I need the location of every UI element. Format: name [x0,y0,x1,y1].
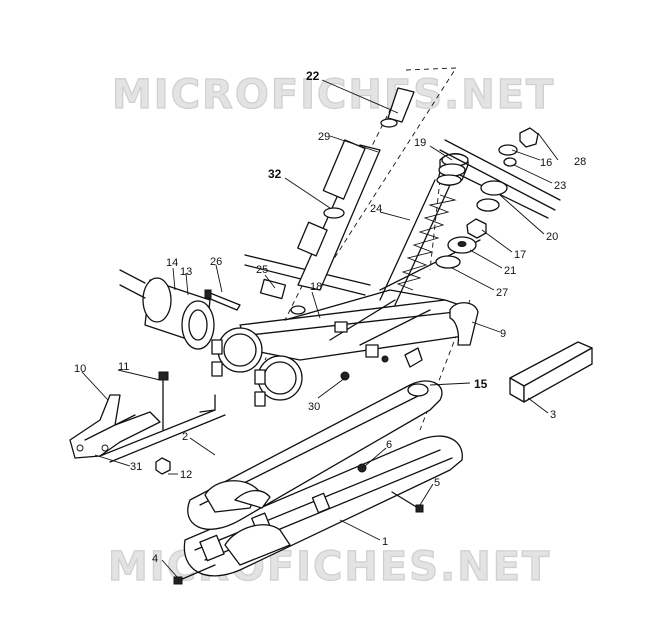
rail-upper-part-2 [187,380,443,530]
callout-12: 12 [180,469,192,481]
callout-11: 11 [118,361,129,373]
bolt-part-11 [158,371,169,431]
callout-2: 2 [182,431,188,443]
callout-21: 21 [504,265,516,277]
callout-15: 15 [474,377,488,391]
spring-shock-part-24 [379,153,469,306]
mounting-rings [199,327,303,413]
callout-6: 4 [152,553,158,565]
shock-rod-part-30 [297,87,415,291]
upper-link-arm [379,139,561,291]
rail-lower-part-1 [183,435,463,577]
callout-18: 18 [310,281,322,293]
callout-32: 32 [268,167,282,181]
bolt-part-26 [204,289,241,311]
nut-part-5 [357,463,367,473]
hardware-right [435,127,539,269]
callout-22: 22 [306,69,320,83]
callout-10: 10 [74,363,86,375]
bushing-part-13-14 [119,269,215,350]
svg-text:MICROFICHES.NET: MICROFICHES.NET [112,72,555,118]
callout-26: 26 [210,256,222,268]
bolt-part-4 [391,491,424,513]
callout-25: 25 [256,264,268,276]
callout-29: 27 [496,287,508,299]
callout-16: 16 [540,157,552,169]
svg-text:MICROFICHES.NET: MICROFICHES.NET [112,72,555,118]
callout-labels: 22 29 32 19 28 16 23 20 17 21 27 9 15 3 … [74,69,586,565]
leader-lines [81,79,559,579]
callout-13: 13 [180,266,192,278]
callout-1: 1 [382,536,388,548]
callout-20: 20 [546,231,558,243]
callout-30: 29 [318,131,330,143]
callout-23: 23 [554,180,566,192]
small-brackets [259,278,429,397]
callout-19: 19 [414,137,426,149]
watermark-bottom: MICROFICHES.NET MICROFICHES.NET [107,543,550,590]
callout-31: 31 [130,461,142,473]
nut-part-12 [155,457,171,475]
swing-arm-frame [239,254,479,361]
callout-17: 17 [514,249,526,261]
callout-9: 9 [500,328,506,340]
callout-28: 28 [574,156,586,168]
callout-14: 14 [166,257,178,269]
bolt-part-6 [173,564,216,585]
tube-part-3 [509,341,593,403]
callout-4: 5 [434,477,440,489]
watermark-top: MICROFICHES.NET MICROFICHES.NET [111,71,555,118]
callout-5: 6 [386,439,392,451]
callout-27: 30 [308,401,320,413]
callout-3: 3 [550,409,556,421]
bracket-part-10 [69,394,226,463]
callout-24: 24 [370,203,382,215]
